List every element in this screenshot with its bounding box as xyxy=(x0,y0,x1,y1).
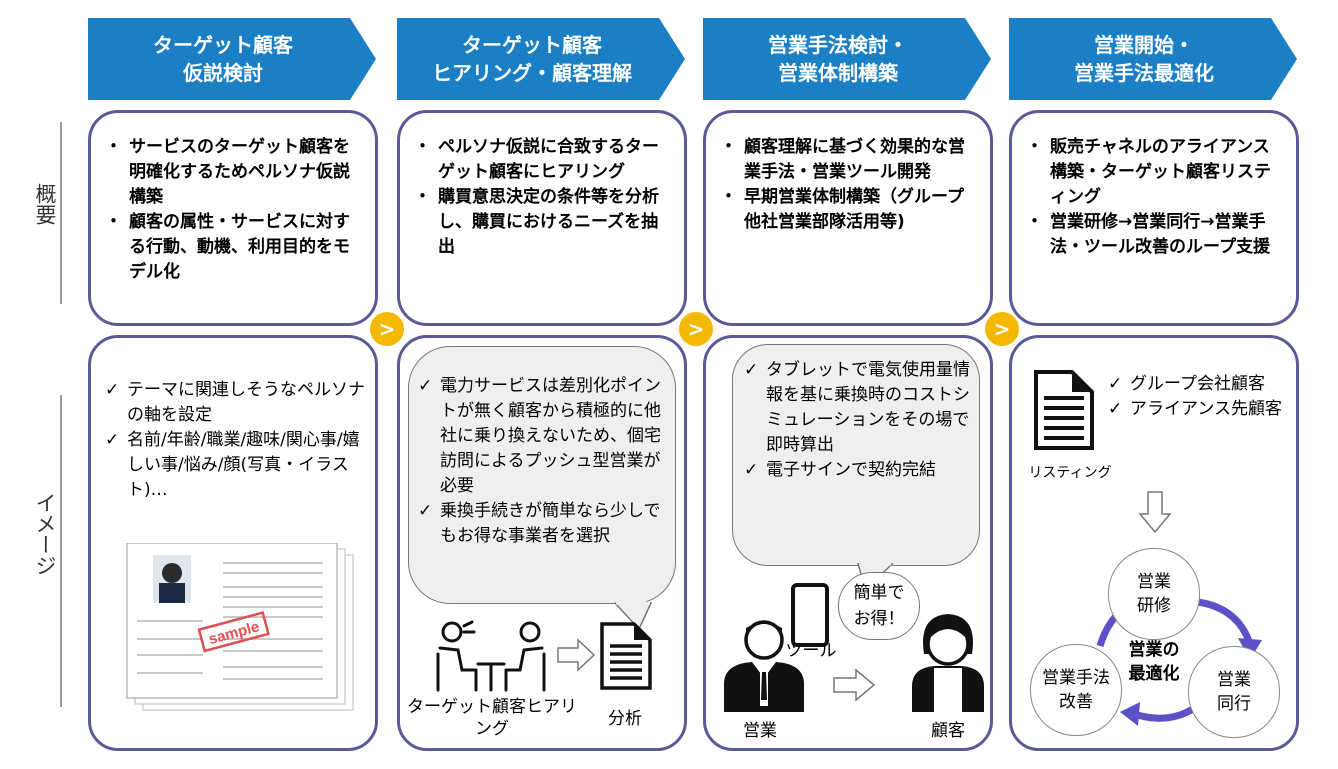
image-box-1: ✓テーマに関連しそうなペルソナの軸を設定 ✓名前/年齢/職業/趣味/関心事/嬉し… xyxy=(88,335,378,751)
image-box-4: リスティング ✓グループ会社顧客 ✓アライアンス先顧客 営業研修 営業同行 営業… xyxy=(1009,335,1299,751)
check-item: ✓グループ会社顧客 xyxy=(1108,372,1292,397)
check-item: ✓電子サインで契約完結 xyxy=(744,458,974,483)
label-customer: 顧客 xyxy=(931,721,965,741)
listing-document-icon xyxy=(1034,370,1094,450)
check-icon: ✓ xyxy=(418,376,433,396)
speech-bubble xyxy=(408,346,676,604)
check-item: ✓テーマに関連しそうなペルソナの軸を設定 xyxy=(105,380,365,425)
header-step-4-line-1: 営業開始・ xyxy=(1094,33,1194,57)
overview-item: 販売チャネルのアライアンス構築・ターゲット顧客リスティング xyxy=(1026,135,1282,210)
overview-item: 購買意思決定の条件等を分析し、購買におけるニーズを抽出 xyxy=(414,185,670,260)
label-analysis: 分析 xyxy=(608,709,642,729)
overview-item: 顧客理解に基づく効果的な営業手法・営業ツール開発 xyxy=(720,135,976,185)
check-icon: ✓ xyxy=(105,380,120,400)
header-step-2-line-1: ターゲット顧客 xyxy=(462,33,602,57)
overview-item: サービスのターゲット顧客を明確化するためペルソナ仮説構築 xyxy=(105,135,361,210)
image-box-3: ✓タブレットで電気使用量情報を基に乗換時のコストシミュレーションをその場で即時算… xyxy=(703,335,993,751)
step-arrow-icon: > xyxy=(370,312,404,346)
side-divider-overview xyxy=(60,122,62,304)
overview-item: 営業研修→営業同行→営業手法・ツール改善のループ支援 xyxy=(1026,210,1282,260)
image-box-2: ✓電力サービスは差別化ポイントが無く顧客から積極的に他社に乗り換えないため、個宅… xyxy=(397,335,687,751)
side-label-image: イメージ xyxy=(33,492,57,576)
check-icon: ✓ xyxy=(1108,399,1123,419)
interview-people-icon xyxy=(436,620,546,692)
document-icon xyxy=(600,622,652,690)
salesperson-icon xyxy=(724,620,804,712)
header-step-1-line-1: ターゲット顧客 xyxy=(153,33,293,57)
label-sales: 営業 xyxy=(743,721,777,741)
header-step-2-line-2: ヒアリング・顧客理解 xyxy=(432,61,632,85)
check-item: ✓乗換手続きが簡単なら少しでもお得な事業者を選択 xyxy=(418,501,661,546)
persona-sheet-illustration: sample xyxy=(126,543,354,711)
cycle-center-label: 営業の最適化 xyxy=(1128,640,1180,684)
header-step-2: ターゲット顧客ヒアリング・顧客理解 xyxy=(397,18,687,100)
step-arrow-icon: > xyxy=(679,312,713,346)
header-step-3: 営業手法検討・営業体制構築 xyxy=(703,18,993,100)
speech-bubble-tail xyxy=(615,601,653,631)
overview-item: ペルソナ仮説に合致するターゲット顧客にヒアリング xyxy=(414,135,670,185)
customer-speech-bubble xyxy=(838,572,920,640)
customer-icon xyxy=(912,614,984,712)
label-hearing: ターゲット顧客ヒアリング xyxy=(407,697,577,739)
overview-box-1: サービスのターゲット顧客を明確化するためペルソナ仮説構築 顧客の属性・サービスに… xyxy=(88,110,378,326)
check-item: ✓名前/年齢/職業/趣味/関心事/嬉しい事/悩み/顔(写真・イラスト)… xyxy=(105,430,360,500)
check-icon: ✓ xyxy=(105,430,120,450)
right-arrow-icon xyxy=(833,668,876,702)
header-step-1-line-2: 仮説検討 xyxy=(183,61,263,85)
overview-box-4: 販売チャネルのアライアンス構築・ターゲット顧客リスティング 営業研修→営業同行→… xyxy=(1009,110,1299,326)
check-icon: ✓ xyxy=(744,360,759,380)
overview-item: 早期営業体制構築（グループ他社営業部隊活用等) xyxy=(720,185,976,235)
cycle-node-accompany: 営業同行 xyxy=(1188,646,1280,738)
check-item: ✓タブレットで電気使用量情報を基に乗換時のコストシミュレーションをその場で即時算… xyxy=(744,360,970,455)
down-arrow-icon xyxy=(1138,491,1172,534)
cycle-node-training: 営業研修 xyxy=(1108,548,1200,640)
header-step-3-line-2: 営業体制構築 xyxy=(778,61,898,85)
overview-box-3: 顧客理解に基づく効果的な営業手法・営業ツール開発 早期営業体制構築（グループ他社… xyxy=(703,110,993,326)
overview-box-2: ペルソナ仮説に合致するターゲット顧客にヒアリング 購買意思決定の条件等を分析し、… xyxy=(397,110,687,326)
check-icon: ✓ xyxy=(744,460,759,480)
speech-line-1: 簡単で xyxy=(853,583,905,603)
tablet-icon xyxy=(791,583,829,647)
check-icon: ✓ xyxy=(418,501,433,521)
check-item: ✓アライアンス先顧客 xyxy=(1108,397,1292,422)
cycle-node-improve: 営業手法改善 xyxy=(1030,644,1122,736)
side-label-overview: 概要 xyxy=(33,183,57,225)
speech-line-2: お得！ xyxy=(853,609,905,629)
check-icon: ✓ xyxy=(1108,374,1123,394)
step-arrow-icon: > xyxy=(985,312,1019,346)
check-item: ✓電力サービスは差別化ポイントが無く顧客から積極的に他社に乗り換えないため、個宅… xyxy=(418,376,661,496)
right-arrow-icon xyxy=(557,638,596,672)
overview-item: 顧客の属性・サービスに対する行動、動機、利用目的をモデル化 xyxy=(105,210,361,285)
speech-bubble xyxy=(732,344,980,566)
label-listing: リスティング xyxy=(1028,465,1112,481)
label-speech: 簡単で お得！ xyxy=(838,580,920,632)
side-divider-image xyxy=(60,395,62,707)
header-step-4-line-2: 営業手法最適化 xyxy=(1074,61,1214,85)
label-tool: ツール xyxy=(785,641,837,661)
header-step-4: 営業開始・営業手法最適化 xyxy=(1009,18,1299,100)
header-step-3-line-1: 営業手法検討・ xyxy=(768,33,908,57)
header-step-1: ターゲット顧客仮説検討 xyxy=(88,18,378,100)
